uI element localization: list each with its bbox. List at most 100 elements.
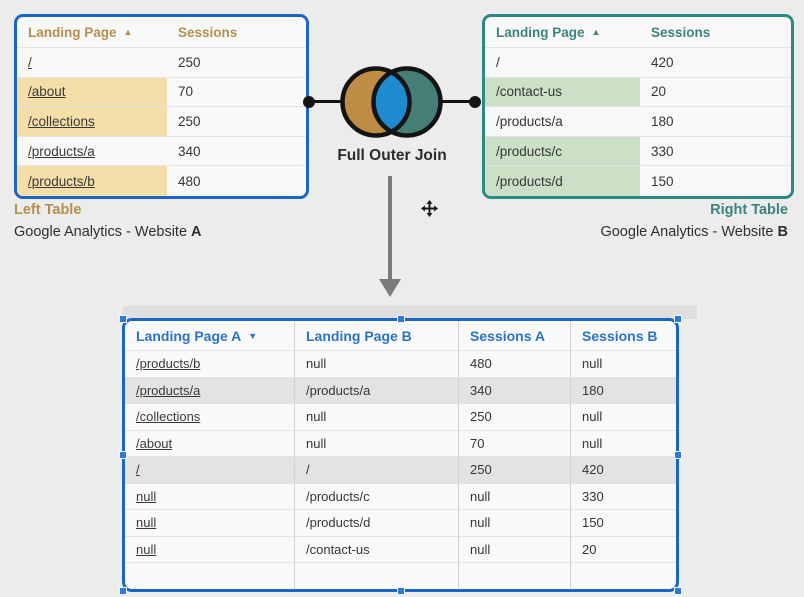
landing-page-link[interactable]: /products/b: [28, 173, 95, 189]
empty-cell: [295, 563, 459, 589]
table-row: / 250: [17, 48, 306, 78]
landing-page-link[interactable]: null: [136, 488, 157, 504]
landing-page-link[interactable]: null: [136, 515, 157, 531]
right-source-table[interactable]: Landing Page ▲ Sessions / 420 /contact-u…: [482, 14, 794, 199]
column-header-landing-page[interactable]: Landing Page ▲: [17, 17, 167, 48]
landing-page-cell: /: [485, 48, 640, 78]
arrow-down-icon: [388, 176, 392, 279]
sort-desc-icon: ▼: [248, 330, 258, 341]
sessions-b-cell: null: [571, 351, 676, 378]
landing-page-cell: /products/a: [485, 107, 640, 137]
result-header-row: Landing Page A ▼ Landing Page B Sessions…: [125, 321, 676, 351]
empty-cell: [125, 563, 295, 589]
landing-page-b-cell: null: [295, 404, 459, 431]
sessions-cell: 250: [167, 107, 306, 137]
landing-page-link[interactable]: /collections: [136, 409, 201, 425]
right-table-source: Google Analytics - Website B: [600, 221, 788, 243]
column-header-label: Landing Page: [496, 24, 585, 40]
landing-page-b-cell: /contact-us: [295, 536, 459, 563]
column-header-landing-page[interactable]: Landing Page ▲: [485, 17, 640, 48]
sessions-b-cell: 180: [571, 377, 676, 404]
landing-page-link[interactable]: /about: [136, 435, 173, 451]
sessions-cell: 420: [640, 48, 791, 78]
column-header-label: Landing Page A: [136, 327, 242, 344]
sessions-a-cell: 340: [459, 377, 571, 404]
venn-full-outer-join-icon[interactable]: [337, 63, 447, 141]
table-top-strip: [123, 306, 697, 319]
column-header-landing-page-a[interactable]: Landing Page A ▼: [125, 321, 295, 351]
column-header-sessions-b[interactable]: Sessions B: [571, 321, 676, 351]
sessions-b-cell: 150: [571, 510, 676, 537]
landing-page-link[interactable]: null: [136, 541, 157, 557]
landing-page-b-cell: /products/d: [295, 510, 459, 537]
landing-page-link[interactable]: /products/b: [136, 356, 201, 372]
landing-page-link[interactable]: /about: [28, 84, 66, 100]
left-source-table[interactable]: Landing Page ▲ Sessions / 250 /about 70 …: [14, 14, 309, 199]
landing-page-link[interactable]: /products/a: [28, 143, 95, 159]
sessions-cell: 330: [640, 137, 791, 167]
landing-page-link[interactable]: /products/a: [136, 382, 201, 398]
sessions-cell: 20: [640, 78, 791, 108]
landing-page-a-cell: /products/a: [125, 377, 295, 404]
sort-asc-icon: ▲: [123, 27, 133, 37]
landing-page-cell: /products/d: [485, 166, 640, 196]
table-row: /contact-us 20: [485, 77, 791, 108]
right-table-caption: Right Table Google Analytics - Website B: [600, 199, 788, 243]
left-table-title: Left Table: [14, 202, 82, 218]
landing-page-link[interactable]: /collections: [28, 113, 95, 129]
table-row: /collections null 250 null: [125, 404, 676, 431]
table-row: / 420: [485, 48, 791, 78]
column-header-label: Landing Page: [28, 24, 117, 40]
selection-handle[interactable]: [119, 315, 127, 323]
source-text: Google Analytics - Website: [600, 224, 778, 240]
selection-handle[interactable]: [119, 587, 127, 595]
table-row: /products/a /products/a 340 180: [125, 377, 676, 404]
table-row: /products/d 150: [485, 166, 791, 196]
table-row: /about 70: [17, 77, 306, 108]
selection-handle[interactable]: [119, 451, 127, 459]
selection-handle[interactable]: [674, 451, 682, 459]
table-row: /products/b null 480 null: [125, 351, 676, 378]
site-letter: B: [777, 224, 788, 240]
sessions-cell: 250: [167, 48, 306, 78]
sessions-cell: 180: [640, 107, 791, 137]
column-header-sessions[interactable]: Sessions: [640, 17, 791, 48]
selection-handle[interactable]: [674, 315, 682, 323]
column-header-sessions-a[interactable]: Sessions A: [459, 321, 571, 351]
sessions-b-cell: null: [571, 404, 676, 431]
landing-page-link[interactable]: /: [136, 462, 140, 478]
landing-page-a-cell: null: [125, 536, 295, 563]
table-row: null /contact-us null 20: [125, 536, 676, 563]
sessions-b-cell: 20: [571, 537, 676, 563]
landing-page-a-cell: /collections: [125, 404, 295, 431]
join-type-label: Full Outer Join: [337, 147, 447, 164]
move-cursor-icon[interactable]: [421, 200, 438, 217]
table-row: /products/a 180: [485, 107, 791, 137]
sessions-a-cell: 70: [459, 430, 571, 457]
selection-handle[interactable]: [396, 315, 405, 323]
landing-page-a-cell: /products/b: [125, 351, 295, 378]
sessions-a-cell: null: [459, 510, 571, 537]
landing-page-link[interactable]: /: [28, 54, 32, 70]
connector-dot-left: [303, 96, 315, 108]
landing-page-cell: /products/c: [485, 136, 640, 167]
empty-row: [125, 563, 676, 589]
column-header-sessions[interactable]: Sessions: [167, 17, 306, 48]
sessions-cell: 480: [178, 173, 201, 189]
sessions-a-cell: 250: [459, 457, 571, 484]
column-header-label: Sessions B: [582, 327, 658, 344]
sessions-a-cell: 480: [459, 351, 571, 378]
sessions-b-cell: 420: [571, 457, 676, 484]
left-table-source: Google Analytics - Website A: [14, 221, 202, 243]
selection-handle[interactable]: [674, 587, 682, 595]
sessions-b-cell: null: [571, 431, 676, 457]
result-table[interactable]: Landing Page A ▼ Landing Page B Sessions…: [119, 315, 682, 595]
connector-line-left: [311, 100, 357, 103]
sessions-cell: 70: [167, 78, 306, 108]
column-header-landing-page-b[interactable]: Landing Page B: [295, 321, 459, 351]
left-table-caption: Left Table Google Analytics - Website A: [14, 199, 202, 243]
column-header-label: Sessions A: [470, 327, 545, 344]
selection-handle[interactable]: [396, 587, 405, 595]
sessions-cell: 340: [167, 137, 306, 167]
